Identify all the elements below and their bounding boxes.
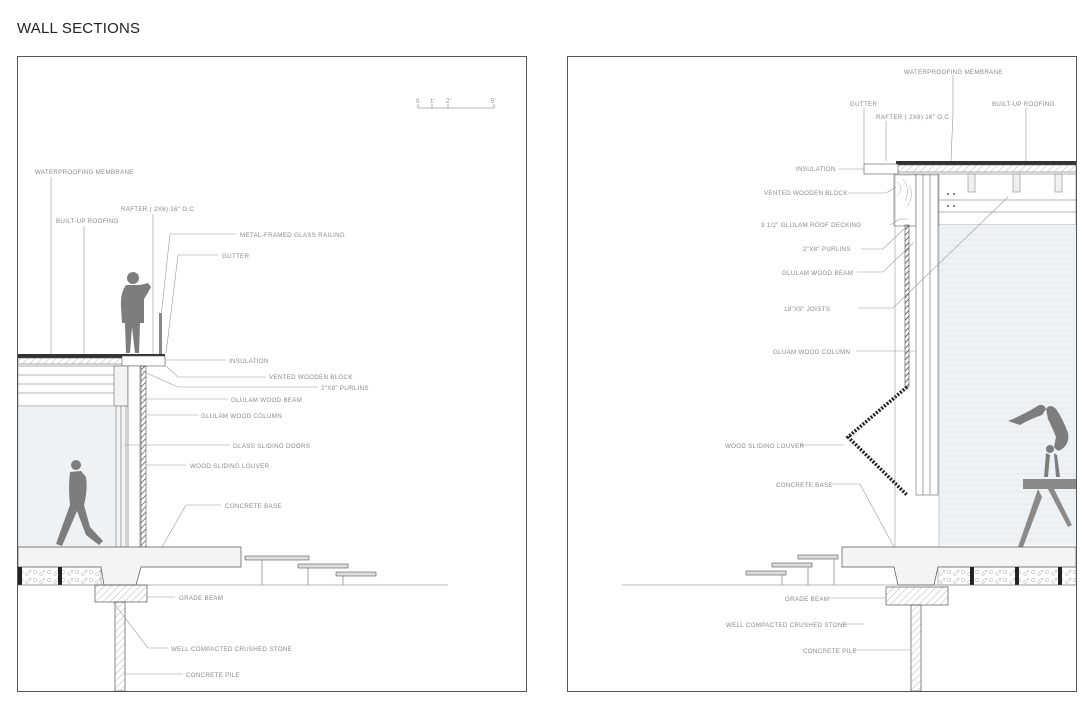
concrete-pile (114, 601, 126, 691)
leader-lines (800, 75, 1027, 651)
scale-tick-2: 2' (446, 98, 451, 105)
label-metal-framed-glass-railing: METAL-FRAMED GLASS RAILING (240, 232, 345, 239)
label-grade-beam: GRADE BEAM (785, 596, 829, 603)
label-vented-wooden-block: VENTED WOODEN BLOCK (269, 374, 353, 381)
label-gutter: GUTTER (222, 253, 249, 260)
label-wood-sliding-louver: WOOD SLIDING LOUVER (190, 463, 270, 470)
railing-post (159, 313, 162, 354)
label-concrete-pile: CONCRETE PILE (803, 648, 857, 655)
label-glulam-wood-beam: GLULAM WOOD BEAM (231, 397, 302, 404)
label-glulam-wood-beam: GLULAM WOOD BEAM (782, 270, 853, 277)
label-built-up-roofing: BUILT-UP ROOFING (992, 101, 1055, 108)
roof-assembly (18, 354, 166, 407)
label-crushed-stone: WELL COMPACTED CRUSHED STONE (171, 646, 292, 653)
concrete-base (18, 546, 448, 586)
label-roof-decking: 3 1/2" GLULAM ROOF DECKING (761, 222, 861, 229)
label-rafter: RAFTER ( 2X6) 16" O.C (121, 206, 194, 213)
label-waterproofing-membrane: WATERPROOFING MEMBRANE (35, 169, 134, 176)
label-glulam-wood-column: GLUAM WOOD COLUMN (773, 349, 850, 356)
grade-beam (94, 584, 148, 603)
label-vented-wooden-block: VENTED WOODEN BLOCK (764, 190, 848, 197)
right-wall-section-panel: WATERPROOFING MEMBRANE GUTTER RAFTER ( 2… (567, 56, 1077, 692)
concrete-base (622, 174, 1076, 586)
label-rafter: RAFTER ( 2X6) 16" O.C (876, 114, 949, 121)
label-glulam-wood-column: GLULAM WOOD COLUMN (201, 413, 282, 420)
scale-tick-0: 0 (416, 98, 420, 105)
label-concrete-base: CONCRETE BASE (225, 503, 282, 510)
right-wall-section-drawing: WATERPROOFING MEMBRANE GUTTER RAFTER ( 2… (622, 69, 1076, 691)
label-grade-beam: GRADE BEAM (179, 595, 223, 602)
page-title: WALL SECTIONS (17, 20, 141, 37)
gymnast-silhouette-icon (1008, 404, 1076, 547)
scale-tick-1: 1' (430, 98, 435, 105)
label-gutter: GUTTER (850, 101, 877, 108)
label-built-up-roofing: BUILT-UP ROOFING (56, 218, 119, 225)
glulam-column (915, 173, 939, 496)
label-concrete-base: CONCRETE BASE (776, 482, 833, 489)
wood-sliding-louver (845, 224, 910, 497)
left-wall-section-panel: 0 1' 2' 5' (17, 56, 527, 692)
roof-assembly (863, 161, 1076, 227)
grade-beam (885, 586, 949, 606)
person-silhouette-icon (120, 272, 151, 353)
walking-person-silhouette-icon (56, 460, 103, 546)
glulam-column (127, 365, 141, 551)
scale-bar: 0 1' 2' 5' (416, 98, 496, 109)
leader-lines (50, 177, 318, 675)
label-wood-sliding-louver: WOOD SLIDING LOUVER (725, 443, 805, 450)
label-waterproofing-membrane: WATERPROOFING MEMBRANE (904, 69, 1003, 76)
scale-tick-5: 5' (491, 98, 496, 105)
label-purlins: 2"X8" PURLINS (321, 385, 369, 392)
exterior-steps (244, 555, 377, 585)
label-purlins: 2"X8" PURLINS (803, 246, 851, 253)
label-joists: 18"X9" JOISTS (784, 306, 830, 313)
wood-sliding-louver (140, 365, 147, 551)
label-concrete-pile: CONCRETE PILE (186, 672, 240, 679)
label-insulation: INSULATION (796, 166, 836, 173)
label-insulation: INSULATION (229, 358, 269, 365)
label-glass-sliding-doors: GLASS SLIDING DOORS (233, 443, 310, 450)
concrete-pile (910, 604, 922, 691)
left-wall-section-drawing: 0 1' 2' 5' (18, 98, 496, 691)
exterior-steps (745, 554, 839, 585)
label-crushed-stone: WELL COMPACTED CRUSHED STONE (726, 622, 847, 629)
